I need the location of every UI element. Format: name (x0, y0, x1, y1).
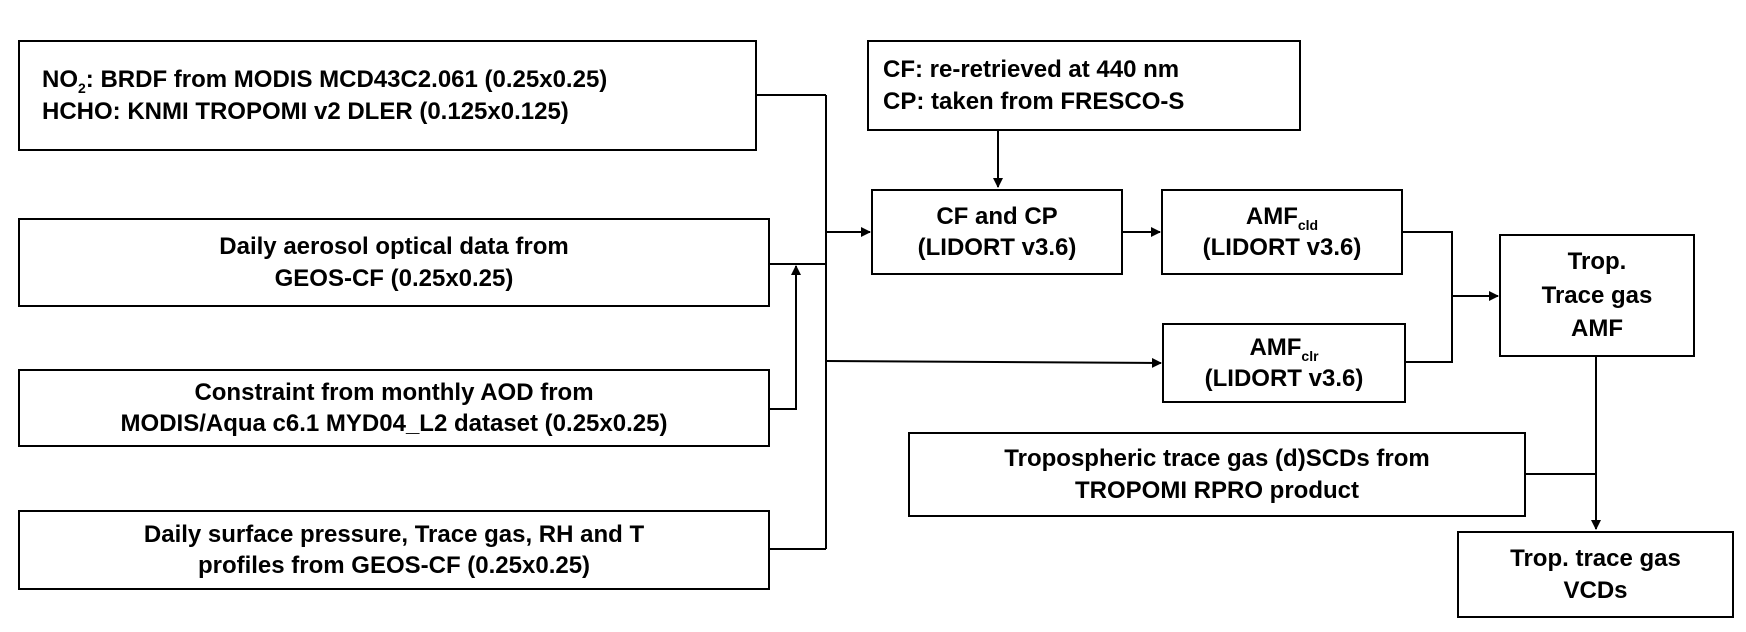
connector-amfcld-to-merge (1403, 231, 1453, 363)
trop-amf-line-2: Trace gas (1541, 281, 1653, 309)
cf-cp-line-2: (LIDORT v3.6) (917, 234, 1077, 261)
scd-box: Tropospheric trace gas (d)SCDs from TROP… (908, 432, 1526, 517)
trop-amf-line-3: AMF (1571, 315, 1623, 343)
scd-line-2: TROPOMI RPRO product (1075, 476, 1359, 504)
aod-constraint-line-1: Constraint from monthly AOD from (194, 378, 594, 406)
trop-amf-line-1: Trop. (1567, 248, 1627, 276)
cloud-source-line-1: CF: re-retrieved at 440 nm (883, 56, 1180, 84)
connector-aod-to-aerosol (770, 265, 801, 410)
aerosol-box: Daily aerosol optical data from GEOS-CF … (18, 218, 770, 307)
vcd-line-1: Trop. trace gas (1510, 545, 1681, 573)
amf-clr-box: AMFclr (LIDORT v3.6) (1162, 323, 1406, 403)
aerosol-line-2: GEOS-CF (0.25x0.25) (274, 264, 514, 292)
profiles-line-2: profiles from GEOS-CF (0.25x0.25) (197, 552, 591, 579)
amf-cld-box: AMFcld (LIDORT v3.6) (1161, 189, 1403, 275)
aerosol-line-1: Daily aerosol optical data from (219, 233, 569, 261)
cf-cp-box: CF and CP (LIDORT v3.6) (871, 189, 1123, 275)
profiles-line-1: Daily surface pressure, Trace gas, RH an… (143, 520, 645, 548)
vcd-box: Trop. trace gas VCDs (1457, 531, 1734, 618)
amf-cld-line-2: (LIDORT v3.6) (1202, 234, 1362, 261)
trop-amf-box: Trop. Trace gas AMF (1499, 234, 1695, 357)
aod-constraint-line-2: MODIS/Aqua c6.1 MYD04_L2 dataset (0.25x0… (120, 410, 668, 437)
connector-bus-to-amfclr (825, 357, 1162, 368)
scd-line-1: Tropospheric trace gas (d)SCDs from (1004, 445, 1430, 473)
cloud-source-line-2: CP: taken from FRESCO-S (883, 87, 1185, 115)
surface-reflectance-box: NO2: BRDF from MODIS MCD43C2.061 (0.25x0… (18, 40, 757, 151)
amf-cld-line-1: AMFcld (1245, 202, 1319, 233)
vcd-line-2: VCDs (1563, 576, 1628, 604)
cf-cp-line-1: CF and CP (936, 202, 1058, 230)
amf-clr-line-2: (LIDORT v3.6) (1204, 365, 1364, 392)
surface-reflectance-line-2: HCHO: KNMI TROPOMI v2 DLER (0.125x0.125) (42, 97, 569, 125)
aod-constraint-box: Constraint from monthly AOD from MODIS/A… (18, 369, 770, 447)
surface-reflectance-line-1: NO2: BRDF from MODIS MCD43C2.061 (0.25x0… (42, 66, 608, 97)
profiles-box: Daily surface pressure, Trace gas, RH an… (18, 510, 770, 590)
amf-clr-line-1: AMFclr (1249, 333, 1319, 364)
cloud-source-box: CF: re-retrieved at 440 nm CP: taken fro… (867, 40, 1301, 131)
